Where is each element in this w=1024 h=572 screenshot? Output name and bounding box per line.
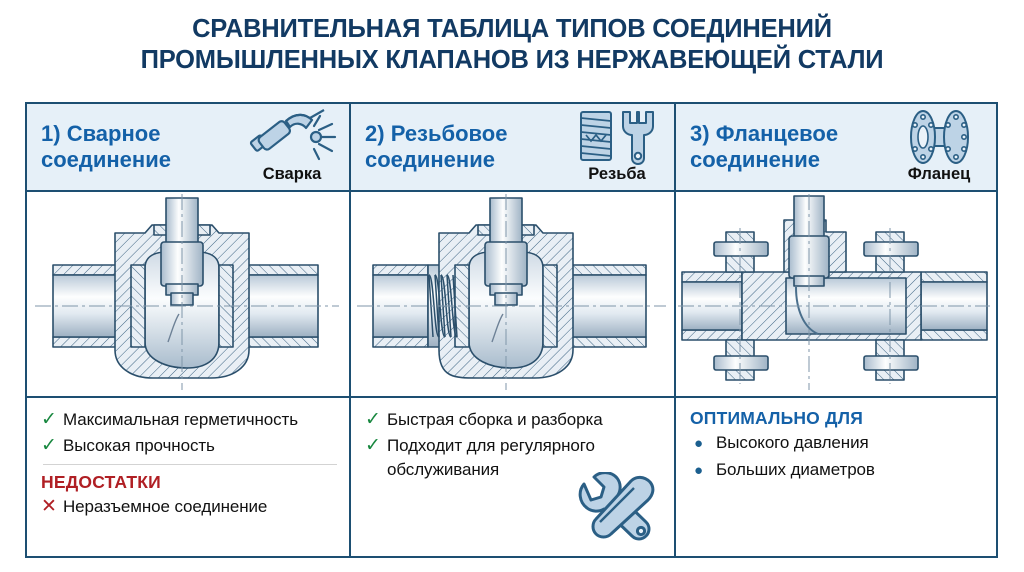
cross-icon: ✕ <box>41 496 57 517</box>
list-item-label: Максимальная герметичность <box>63 410 298 429</box>
disadvantages-heading: НЕДОСТАТКИ <box>41 472 161 492</box>
optimal-for-heading: ОПТИМАЛЬНО ДЛЯ <box>690 408 863 428</box>
list-item-label: Подходит для регулярного обслуживания <box>387 436 595 479</box>
threaded-ball-valve-drawing <box>357 194 666 390</box>
welded-advantages-list: ✓ Максимальная герметичность ✓ Высокая п… <box>27 398 349 556</box>
list-item: ✓ Подходит для регулярного обслуживания <box>365 434 664 482</box>
flange-pair-icon <box>910 110 969 164</box>
threaded-bolt-wrench-icon-group: Резьба <box>568 108 666 190</box>
bullet-dot-icon: ● <box>694 462 704 479</box>
column-welded-title: 1) Сварное соединение <box>41 121 171 173</box>
check-icon: ✓ <box>41 435 57 456</box>
column-threaded-title: 2) Резьбовое соединение <box>365 121 507 173</box>
column-welded-name-line1: Сварное <box>66 121 161 146</box>
list-item-label: Быстрая сборка и разборка <box>387 410 603 429</box>
page-title: СРАВНИТЕЛЬНАЯ ТАБЛИЦА ТИПОВ СОЕДИНЕНИЙ П… <box>0 14 1024 76</box>
page-title-line-2: ПРОМЫШЛЕННЫХ КЛАПАНОВ ИЗ НЕРЖАВЕЮЩЕЙ СТА… <box>140 46 884 74</box>
threaded-bolt-wrench-icon <box>580 111 654 165</box>
flanged-valve-diagram <box>676 192 996 398</box>
list-item: ✕ Неразъемное соединение <box>41 495 339 519</box>
check-icon: ✓ <box>41 409 57 430</box>
flanged-ball-valve-drawing <box>678 194 990 390</box>
column-flanged-name-line1: Фланцевое <box>715 121 839 146</box>
check-icon: ✓ <box>365 409 381 430</box>
list-item-label: Неразъемное соединение <box>63 497 268 516</box>
crossed-tools-icon <box>578 472 655 541</box>
comparison-table: 1) Сварное соединение <box>25 102 998 558</box>
column-welded-number: 1) <box>41 121 61 146</box>
column-flanged-title: 3) Фланцевое соединение <box>690 121 838 173</box>
list-item: ✓ Максимальная герметичность <box>41 408 339 432</box>
list-item-label: Высокого давления <box>716 433 869 452</box>
welding-torch-icon-group: Сварка <box>243 108 341 190</box>
threaded-bolt-wrench-icon-label: Резьба <box>588 165 646 183</box>
column-welded-header: 1) Сварное соединение <box>27 104 349 192</box>
list-item-label: Больших диаметров <box>716 460 875 479</box>
threaded-valve-diagram <box>351 192 674 398</box>
list-item: ✓ Быстрая сборка и разборка <box>365 408 664 432</box>
flange-pair-icon-label: Фланец <box>907 165 971 183</box>
list-item-label: Высокая прочность <box>63 436 215 455</box>
column-threaded-header: 2) Резьбовое соединение <box>351 104 674 192</box>
column-welded: 1) Сварное соединение <box>27 104 351 556</box>
list-item: ● Больших диаметров <box>690 458 986 483</box>
welding-torch-icon <box>249 109 337 161</box>
welded-valve-diagram <box>27 192 349 398</box>
column-flanged-name-line2: соединение <box>690 147 820 172</box>
threaded-advantages-list: ✓ Быстрая сборка и разборка ✓ Подходит д… <box>351 398 674 556</box>
column-flanged-header: 3) Фланцевое соединение <box>676 104 996 192</box>
bullet-dot-icon: ● <box>694 435 704 452</box>
column-threaded-name-line2: соединение <box>365 147 495 172</box>
check-icon: ✓ <box>365 435 381 456</box>
column-flanged: 3) Фланцевое соединение <box>676 104 996 556</box>
welding-torch-icon-label: Сварка <box>262 165 322 183</box>
flanged-benefits-list: ОПТИМАЛЬНО ДЛЯ ● Высокого давления ● Бол… <box>676 398 996 556</box>
list-item: ✓ Высокая прочность <box>41 434 339 458</box>
column-welded-name-line2: соединение <box>41 147 171 172</box>
column-flanged-number: 3) <box>690 121 710 146</box>
column-threaded-name-line1: Резьбовое <box>390 121 508 146</box>
page-title-line-1: СРАВНИТЕЛЬНАЯ ТАБЛИЦА ТИПОВ СОЕДИНЕНИЙ <box>192 15 832 43</box>
flange-pair-icon-group: Фланец <box>890 108 988 190</box>
column-threaded-number: 2) <box>365 121 385 146</box>
column-threaded: 2) Резьбовое соединение <box>351 104 676 556</box>
list-item: ● Высокого давления <box>690 431 986 456</box>
welded-ball-valve-drawing <box>35 194 339 390</box>
divider <box>43 464 337 465</box>
